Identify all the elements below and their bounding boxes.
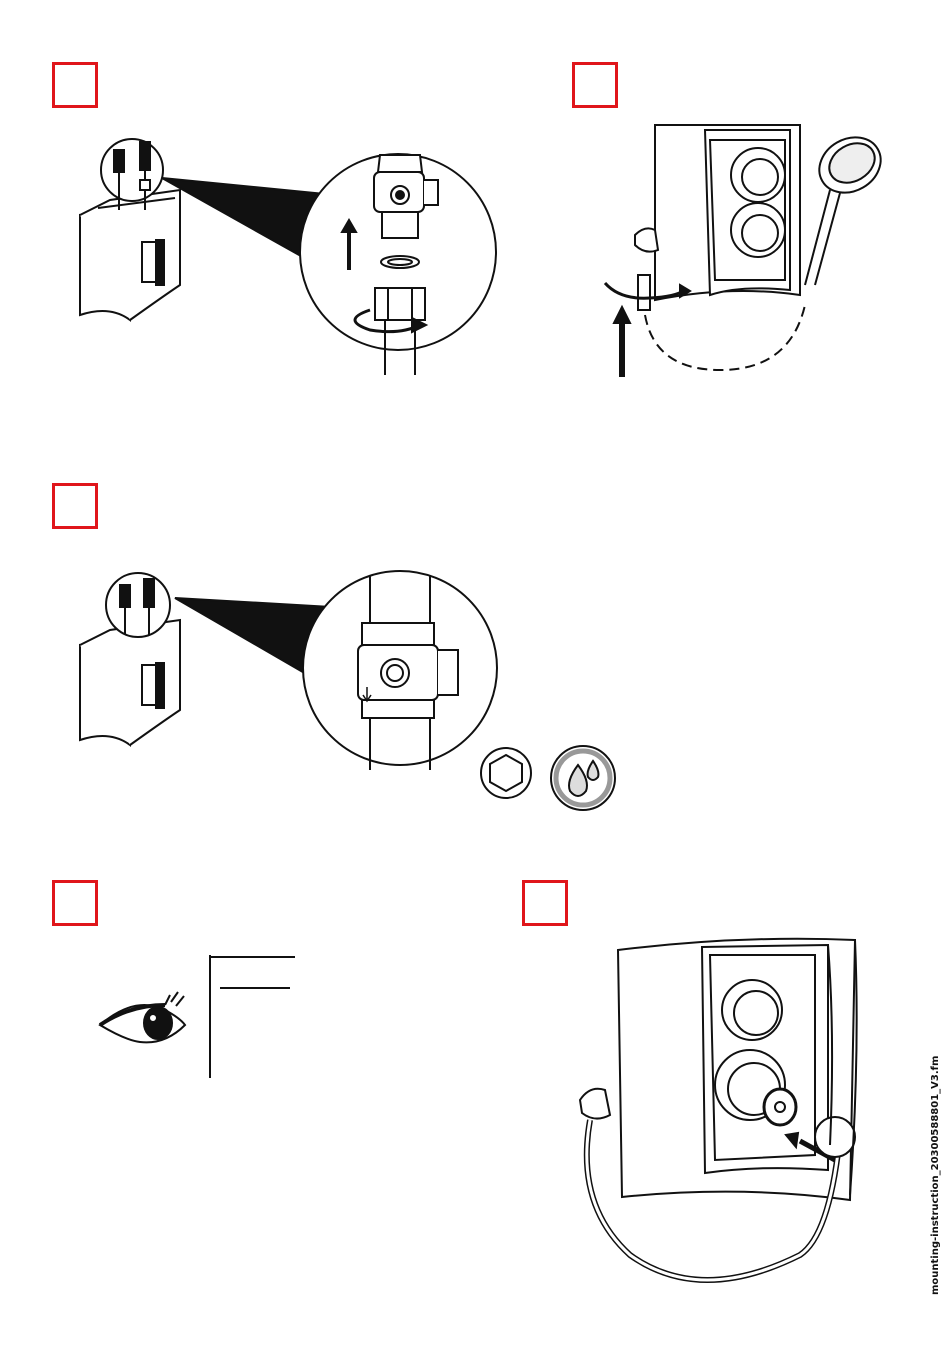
step-4-box xyxy=(52,880,98,926)
shower-panel-hose-connection-icon xyxy=(590,115,900,385)
angle-valve-connection-icon xyxy=(70,120,510,390)
footer-filename: mounting-instruction_20300588801_V3.fm xyxy=(930,1056,941,1295)
water-drops-icon xyxy=(548,743,618,813)
step-1-box xyxy=(52,62,98,108)
inspect-eye-icon xyxy=(95,950,305,1085)
step-3-box xyxy=(52,483,98,529)
open-angle-valve-icon xyxy=(70,565,510,775)
hex-key-icon xyxy=(478,745,534,801)
step-5-box xyxy=(522,880,568,926)
step-2-box xyxy=(572,62,618,108)
push-on-cap-icon xyxy=(560,935,860,1295)
